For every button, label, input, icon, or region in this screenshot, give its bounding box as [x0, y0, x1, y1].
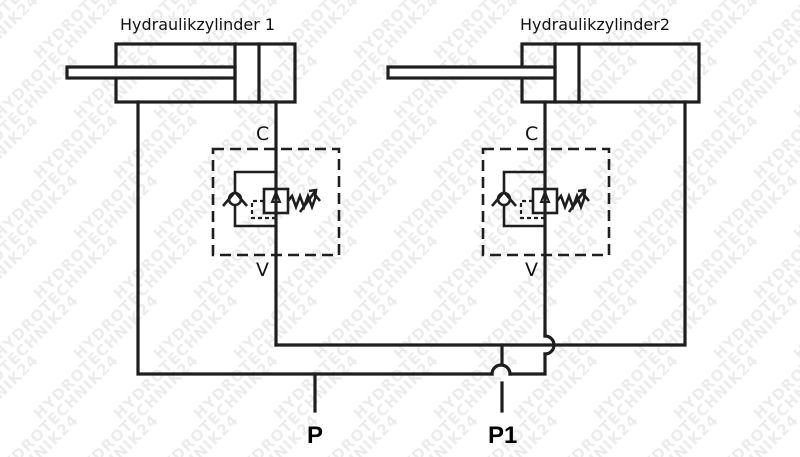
valve-2: C V [481, 100, 611, 335]
valve-2-port-c: C [525, 123, 538, 145]
port-p1-label: P1 [488, 422, 517, 449]
valve-2-check-ball [496, 191, 512, 207]
cylinder-1-rod [65, 65, 237, 80]
valve-2-port-v: V [525, 259, 538, 281]
valve-1-port-v: V [256, 259, 269, 281]
valve-1-port-c: C [256, 123, 269, 145]
cylinder-1: Hydraulikzylinder 1 [65, 15, 297, 104]
valve-1-enclosure [211, 147, 341, 257]
valve-1-check-seat [222, 190, 248, 207]
pipe-p-to-valve2 [508, 352, 547, 376]
valve-2-check-seat [491, 190, 517, 207]
port-p-label: P [307, 422, 323, 449]
valve-1: C V [211, 100, 341, 347]
valve-1-check-ball [227, 191, 243, 207]
valve-2-adjust-arrow [567, 189, 587, 213]
valve-1-adjust-arrowhead [308, 188, 318, 198]
pipe-valve1-to-cyl2-cap [274, 100, 687, 347]
cylinder-1-label: Hydraulikzylinder 1 [120, 15, 275, 34]
piping [136, 100, 687, 413]
valve-2-enclosure [481, 147, 611, 257]
cylinder-2-rod [386, 65, 557, 80]
valve-1-adjust-arrow [298, 189, 318, 213]
watermark-text: HYDROTECHNIK24 [0, 411, 2, 457]
cylinder-2-label: Hydraulikzylinder2 [520, 15, 670, 34]
valve-2-adjust-arrowhead [577, 188, 587, 198]
pipe-cyl1-rod-to-p [136, 100, 494, 376]
cylinder-2: Hydraulikzylinder2 [386, 15, 701, 104]
